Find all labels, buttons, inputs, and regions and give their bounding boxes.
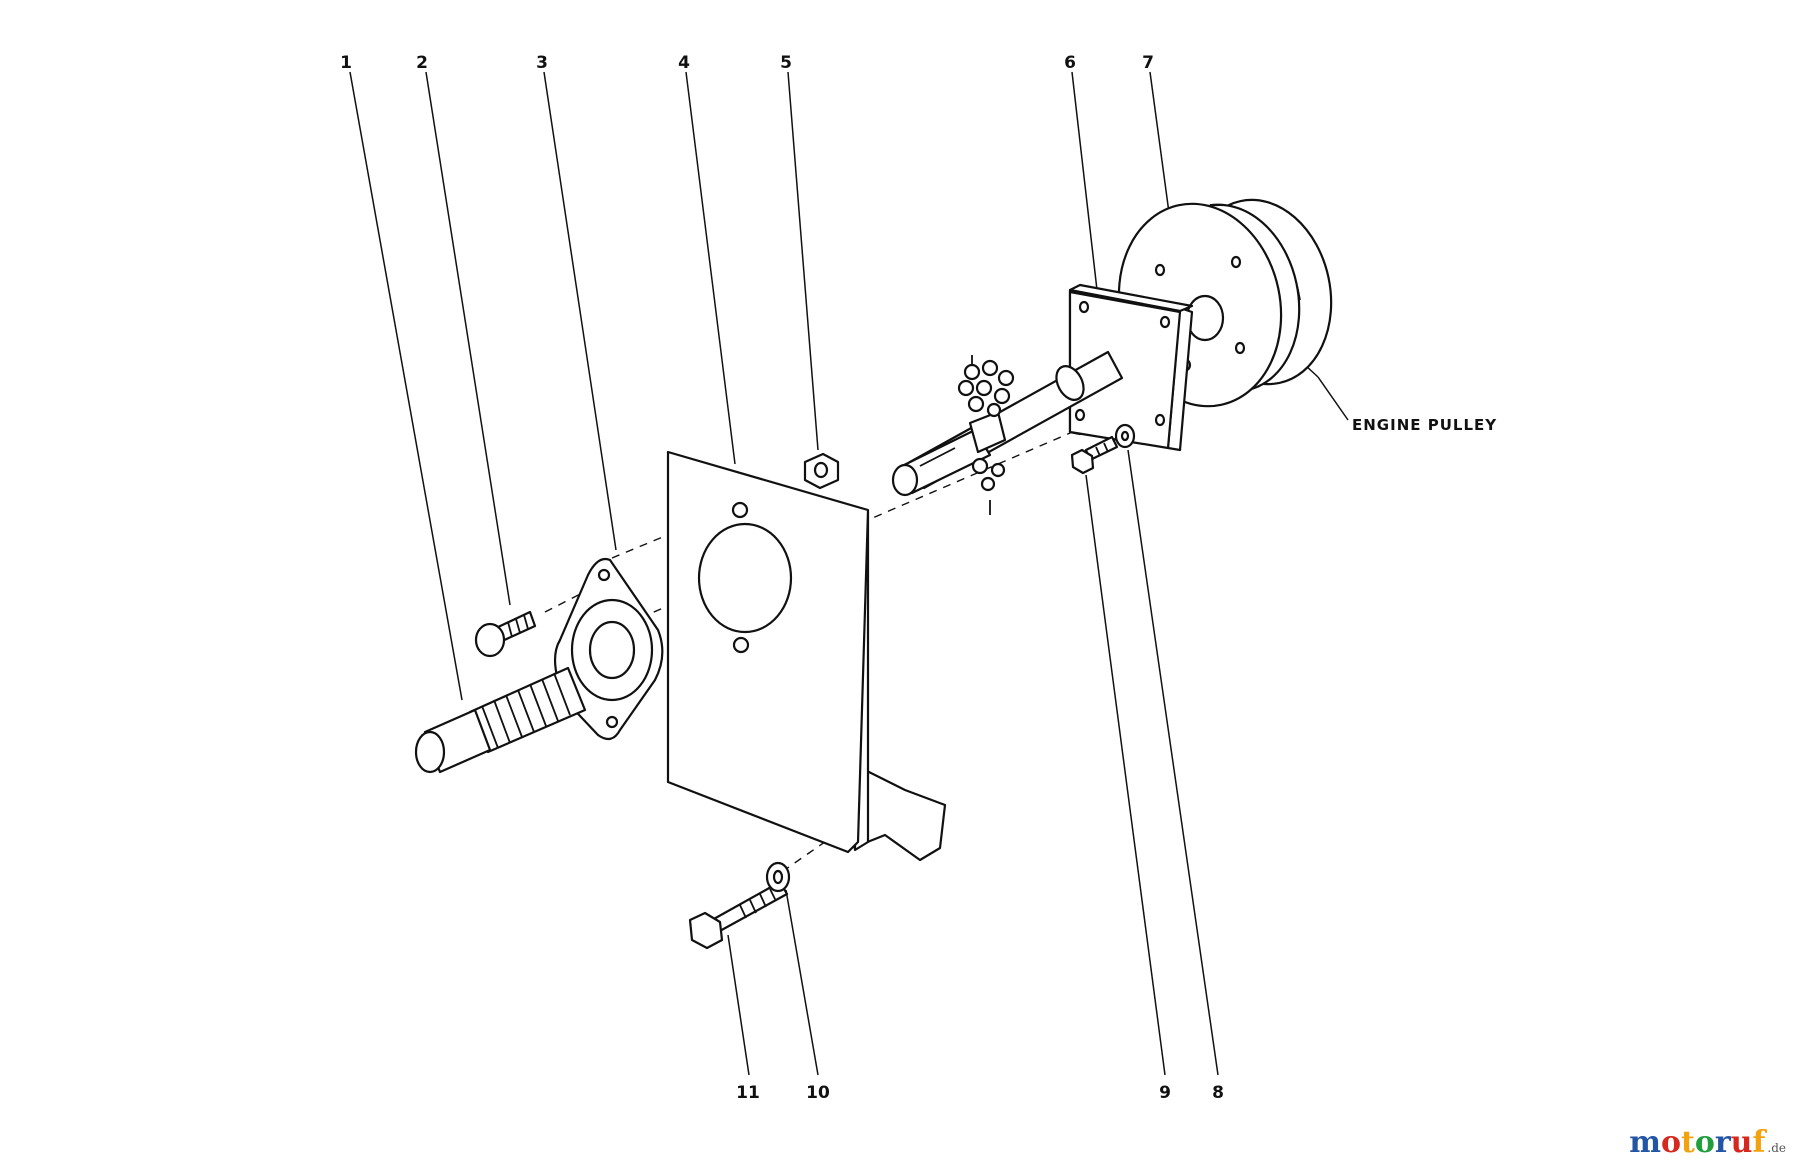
sprocket-tooth — [963, 363, 981, 381]
bolt-11 — [688, 880, 789, 950]
leader-1 — [349, 71, 463, 701]
part-number-9: 9 — [1159, 1083, 1171, 1103]
threaded-shaft — [414, 666, 587, 774]
plate-hole-2 — [1159, 315, 1171, 329]
watermark-letter: t — [1680, 1125, 1695, 1160]
watermark-letter: o — [1694, 1125, 1715, 1160]
sprocket-hub — [968, 410, 1007, 454]
leader-9 — [1085, 474, 1166, 1076]
watermark-logo: motoruf.de — [1629, 1125, 1786, 1160]
mounting-plate — [1068, 283, 1194, 452]
leader-10 — [785, 889, 819, 1076]
bracket-hole-bottom — [732, 636, 750, 654]
washer-8 — [1114, 423, 1136, 449]
watermark-letter: u — [1730, 1125, 1753, 1160]
bearing-inner — [588, 620, 636, 680]
part-number-1: 1 — [340, 53, 352, 73]
leader-2 — [425, 71, 511, 606]
part-number-11: 11 — [736, 1083, 760, 1103]
plate-hole-1 — [1078, 300, 1090, 314]
part-number-3: 3 — [536, 53, 548, 73]
bolt-2 — [474, 610, 537, 658]
leader-5 — [787, 71, 819, 451]
bolt-2-head — [474, 622, 506, 658]
part-number-2: 2 — [416, 53, 428, 73]
watermark-letter: o — [1660, 1125, 1681, 1160]
plate-hole-4 — [1074, 408, 1086, 422]
nut-5 — [803, 452, 840, 490]
leader-engine-pulley — [1317, 376, 1349, 421]
engine-pulley-label: ENGINE PULLEY — [1352, 416, 1497, 434]
shaft-tip — [414, 730, 446, 774]
bracket — [666, 450, 947, 862]
watermark-letter: r — [1714, 1125, 1731, 1160]
bolt-11-thread — [739, 888, 777, 919]
part-number-8: 8 — [1212, 1083, 1224, 1103]
nut-hole — [813, 461, 829, 479]
sprocket-tooth — [967, 395, 985, 413]
sprocket-tooth — [993, 387, 1011, 405]
sprocket-tooth — [981, 359, 999, 377]
leader-8 — [1127, 449, 1219, 1076]
watermark-letter: m — [1629, 1125, 1661, 1160]
part-numbers: 1 2 3 4 5 6 7 8 9 10 11 — [340, 53, 1224, 1103]
pulley-hole-1 — [1154, 263, 1166, 277]
part-number-10: 10 — [806, 1083, 830, 1103]
sprocket-tooth — [957, 379, 975, 397]
plate-hole-3 — [1154, 413, 1166, 427]
sprocket-tooth — [986, 402, 1002, 418]
plate-top — [1068, 283, 1194, 313]
shaft-collar — [1055, 365, 1085, 401]
flange-hole-bottom — [605, 715, 619, 729]
washer-10 — [765, 861, 791, 893]
flange-hole-top — [597, 568, 611, 582]
bracket-plate — [666, 450, 870, 854]
part-number-7: 7 — [1142, 53, 1154, 73]
sprocket-tooth — [997, 369, 1015, 387]
bolt-2-thread — [507, 614, 529, 638]
bracket-center-hole — [697, 522, 793, 634]
flange-bearing — [553, 557, 664, 741]
bolt-9-head — [1070, 448, 1095, 475]
shaft-keyway — [919, 447, 956, 467]
leader-3 — [543, 71, 617, 551]
bolt-9 — [1070, 435, 1119, 475]
bolt-11-head — [688, 911, 724, 950]
washer-10-inner — [772, 869, 784, 885]
shaft-end — [891, 463, 919, 497]
sprocket-tooth — [975, 379, 993, 397]
drive-shaft — [891, 350, 1124, 515]
leader-4 — [685, 71, 736, 465]
bolt-9-thread — [1095, 442, 1109, 457]
watermark-tld: .de — [1767, 1141, 1786, 1155]
watermark-text: motoruf — [1629, 1125, 1765, 1160]
sprocket-tooth — [990, 462, 1006, 478]
leader-11 — [727, 934, 750, 1076]
sprocket-tooth — [980, 476, 996, 492]
part-number-5: 5 — [780, 53, 792, 73]
bracket-hole-top — [731, 501, 749, 519]
sprocket-tooth — [971, 457, 989, 475]
pulley-hole-3 — [1234, 341, 1246, 355]
thread-lines — [481, 672, 571, 749]
pulley-hole-2 — [1230, 255, 1242, 269]
leader-6 — [1071, 71, 1098, 291]
watermark-letter: f — [1752, 1125, 1766, 1160]
part-number-4: 4 — [678, 53, 690, 73]
washer-8-inner — [1120, 430, 1130, 442]
part-number-6: 6 — [1064, 53, 1076, 73]
